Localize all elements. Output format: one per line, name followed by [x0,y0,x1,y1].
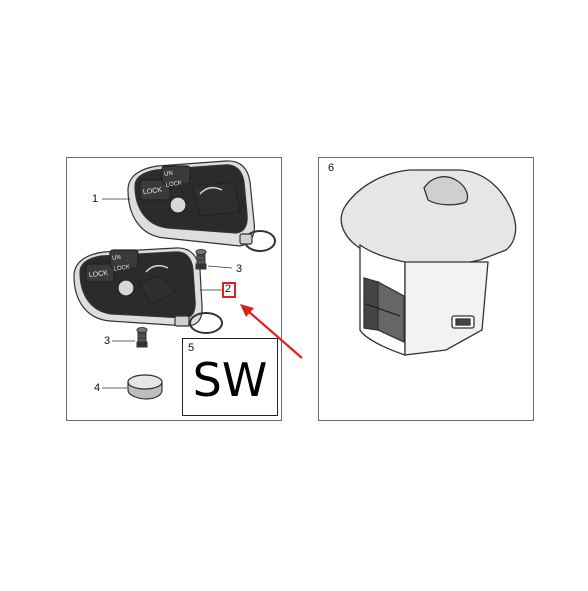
fob-lower-unlock-label: UN LOCK [111,254,131,273]
callout-2-highlight [222,282,236,298]
sw-label-box [182,338,278,416]
sw-label: SW [192,353,268,407]
fob-upper-unlock-label: UN LOCK [163,170,183,189]
callout-4: 4 [94,382,101,394]
battery-cell [127,374,163,400]
callout-6: 6 [328,162,335,174]
callout-1: 1 [92,193,99,205]
key-fob-lower [73,247,223,334]
callout-3-upper: 3 [236,263,243,275]
key-fob-upper [127,160,276,252]
callout-5: 5 [188,342,195,354]
callout-2: 2 [225,283,232,295]
screw-lower [136,327,148,348]
screw-upper [195,249,207,270]
callout-3-lower: 3 [104,335,111,347]
leader-3-upper [207,265,233,269]
fob-holder [340,169,517,356]
red-arrow [240,304,303,359]
